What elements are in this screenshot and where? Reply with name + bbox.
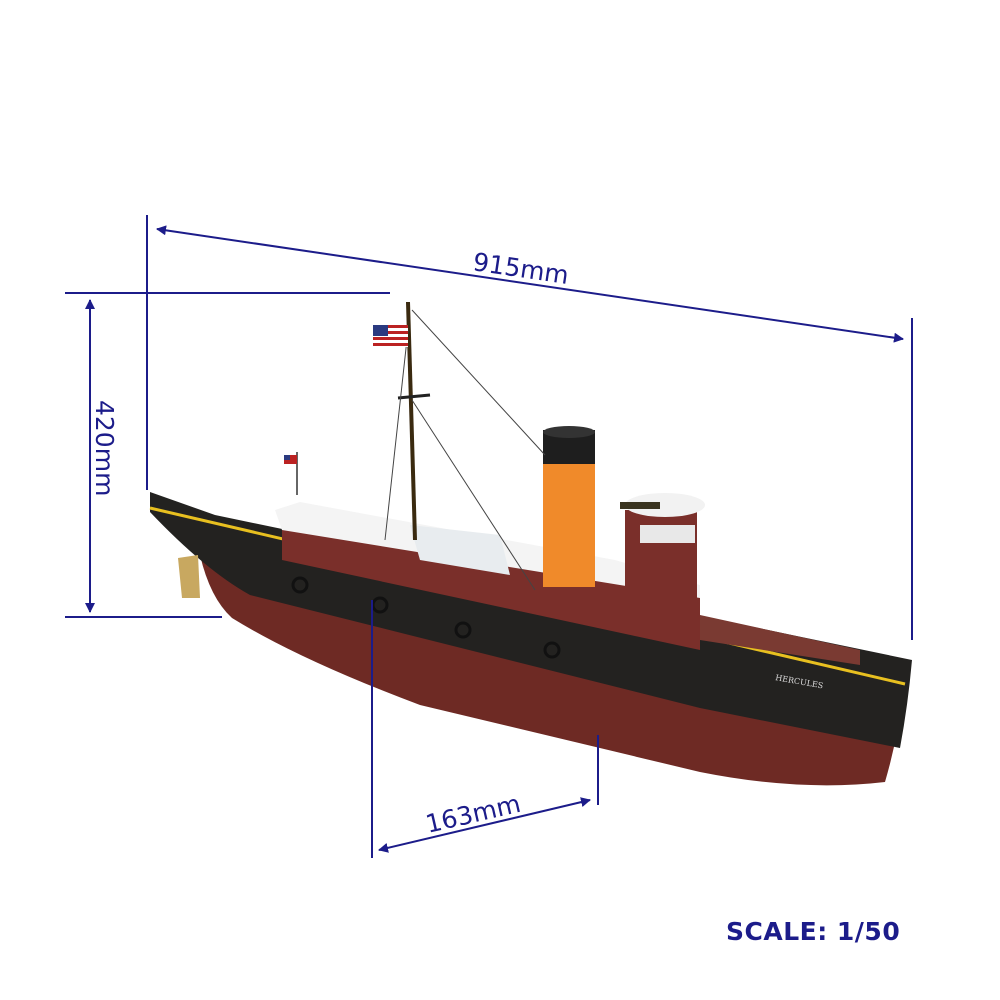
beam-arrow — [378, 797, 591, 853]
deckhouse — [282, 525, 700, 650]
bulwark-interior — [700, 615, 860, 665]
rigging — [411, 399, 536, 591]
tire-fender — [291, 576, 309, 594]
stern-flag-icon — [284, 452, 298, 495]
scale-label: SCALE: 1/50 — [726, 917, 901, 946]
pilothouse-windows — [640, 525, 695, 543]
mast — [406, 301, 417, 541]
rigging — [411, 309, 546, 456]
tire-fender — [454, 621, 472, 639]
tugboat-model: HERCULES — [149, 301, 912, 786]
height-label: 420mm — [90, 400, 119, 496]
funnel-rim — [543, 426, 595, 438]
tire-fender — [543, 641, 561, 659]
dimension-lines — [65, 215, 913, 858]
rigging — [384, 329, 409, 541]
yard — [397, 393, 431, 400]
boat-cover — [410, 525, 510, 575]
us-flag-icon — [373, 325, 408, 347]
pilothouse-top — [625, 493, 705, 517]
nameboard — [620, 502, 660, 509]
rudder — [178, 555, 200, 598]
length-arrow — [156, 225, 904, 343]
beam-label: 163mm — [423, 789, 523, 839]
